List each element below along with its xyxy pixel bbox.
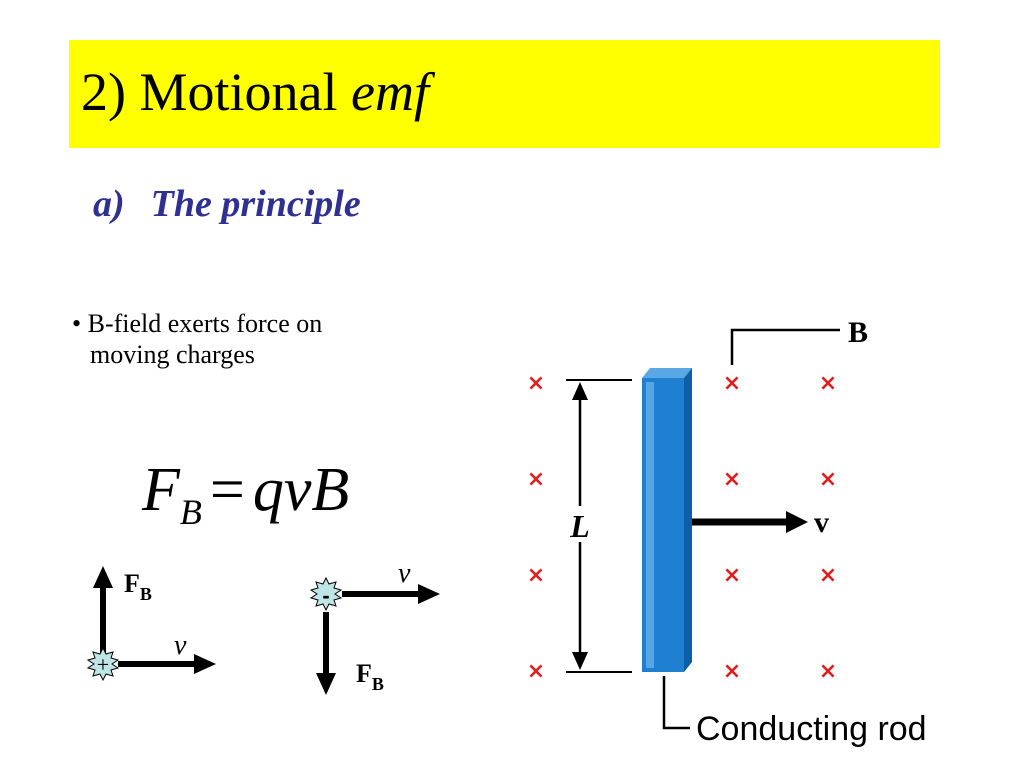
positive-force-label: FB — [124, 569, 152, 604]
field-x-icon: × — [527, 563, 545, 588]
length-label-bg — [566, 506, 594, 542]
rod-side-face — [684, 368, 692, 672]
rod-caption-leader — [662, 676, 690, 730]
negative-force-label: FB — [356, 659, 384, 694]
positive-force-subscript: B — [140, 584, 152, 604]
length-label: L — [569, 508, 590, 544]
negative-charge-symbol: - — [322, 583, 329, 608]
section-marker: a) — [93, 183, 125, 225]
velocity-arrowhead-right-1 — [194, 654, 216, 674]
equation-lhs-subscript: B — [179, 492, 202, 532]
rod-top-face — [642, 368, 692, 378]
section-heading: a) The principle — [93, 180, 361, 228]
rod-velocity-arrowhead — [786, 511, 808, 533]
positive-charge-burst-icon — [86, 646, 120, 682]
positive-charge-symbol: + — [97, 652, 109, 677]
force-equation: FB=qvB — [142, 455, 349, 547]
rod-velocity-label: v — [814, 506, 829, 539]
force-arrowhead-down — [316, 673, 336, 695]
bullet-line-1: B-field exerts force on — [87, 309, 323, 338]
bullet-symbol: • — [72, 309, 82, 338]
positive-velocity-label: v — [174, 630, 187, 661]
title-banner: 2) Motional emf — [69, 40, 940, 148]
field-x-icon: × — [527, 467, 545, 492]
field-x-icon: × — [819, 659, 837, 684]
negative-force-letter: F — [356, 659, 372, 688]
positive-charge-diagram: + FB v — [86, 566, 216, 682]
slide-title: 2) Motional emf — [81, 62, 429, 122]
field-x-icon: × — [819, 467, 837, 492]
field-label-leader — [730, 328, 840, 365]
negative-charge-diagram: - v FB — [309, 558, 440, 695]
length-arrowhead-top — [572, 382, 588, 400]
title-emphasis: emf — [350, 62, 429, 122]
equation-equals: = — [209, 456, 245, 524]
field-x-icon: × — [819, 563, 837, 588]
negative-velocity-label: v — [398, 558, 411, 589]
field-markers: × × × × × × × × × × × × — [527, 371, 837, 684]
field-x-icon: × — [723, 659, 741, 684]
title-prefix: 2) Motional — [81, 62, 351, 122]
bullet-line-2: moving charges — [90, 340, 255, 369]
field-x-icon: × — [527, 659, 545, 684]
field-x-icon: × — [819, 371, 837, 396]
rod-caption: Conducting rod — [696, 710, 927, 748]
bullet-point: • B-field exerts force on moving charges — [72, 308, 322, 370]
equation-lhs: F — [142, 456, 180, 524]
length-arrowhead-bottom — [572, 652, 588, 670]
rod-highlight — [646, 382, 654, 668]
field-x-icon: × — [723, 467, 741, 492]
positive-force-letter: F — [124, 569, 140, 598]
velocity-arrowhead-right-2 — [418, 584, 440, 604]
equation-rhs: qvB — [252, 456, 350, 524]
field-label: B — [848, 316, 868, 349]
field-x-icon: × — [723, 371, 741, 396]
section-title: The principle — [150, 183, 361, 225]
rod-diagram: × × × × × × × × × × × × B L — [527, 316, 927, 748]
field-x-icon: × — [527, 371, 545, 396]
field-x-icon: × — [723, 563, 741, 588]
negative-charge-burst-icon — [309, 576, 343, 612]
negative-force-subscript: B — [372, 674, 384, 694]
force-arrowhead-up — [93, 566, 113, 588]
